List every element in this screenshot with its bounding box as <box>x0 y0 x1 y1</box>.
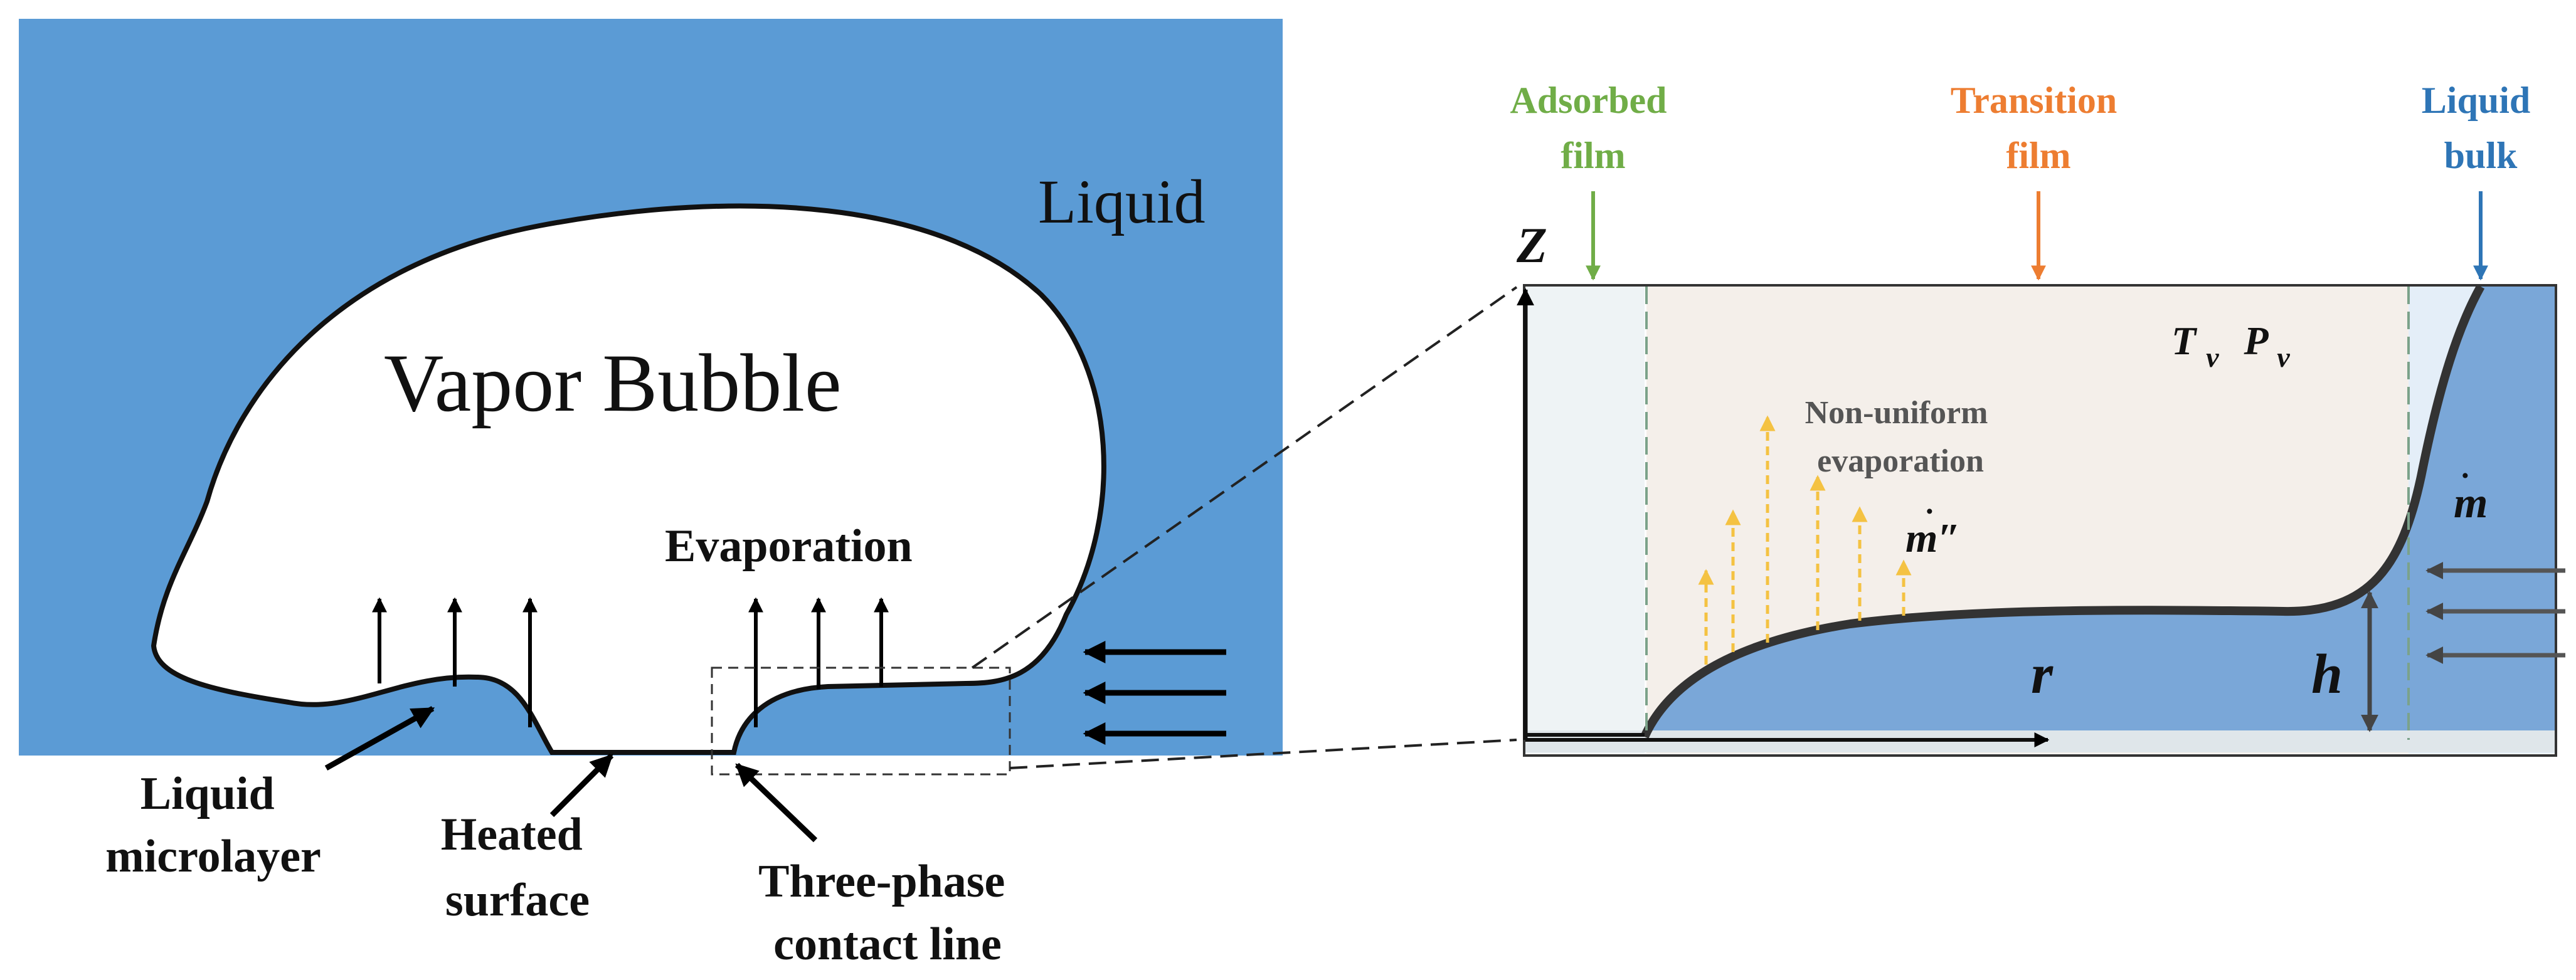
vapor-bubble <box>151 203 1106 755</box>
pointer-arrows <box>324 706 818 843</box>
tv-subscript: v <box>2206 341 2219 373</box>
liquid-label: Liquid <box>1038 167 1206 236</box>
film-interface <box>1640 284 2485 739</box>
contact-line-pointer <box>734 762 818 843</box>
heated-surface-label-line2: surface <box>445 875 590 926</box>
tv-label: T <box>2171 319 2198 363</box>
microlayer-pointer <box>324 706 435 771</box>
microlayer-label-line1: Liquid <box>140 768 275 819</box>
adsorbed-film-region <box>1525 287 1645 754</box>
microlayer-label-line2: microlayer <box>105 831 321 882</box>
contact-line-label-line1: Three-phase <box>758 856 1005 907</box>
vapor-state-label: T v P v <box>2171 319 2290 376</box>
r-axis-label: r <box>2031 643 2054 705</box>
adsorbed-label-line2: film <box>1561 135 1625 176</box>
h-label: h <box>2311 643 2343 705</box>
contact-line-label-line2: contact line <box>773 919 1002 970</box>
adsorbed-label-line1: Adsorbed <box>1510 80 1667 121</box>
mass-flow-dot: · <box>2460 458 2471 493</box>
contact-line-label: Three-phase contact line <box>758 856 1017 970</box>
mass-flow-label: m <box>2454 479 2488 527</box>
bulk-label-line1: Liquid <box>2422 80 2530 121</box>
nonuniform-evaporation-label: Non-uniform evaporation <box>1805 395 1996 479</box>
microlayer-label: Liquid microlayer <box>105 768 321 882</box>
zoom-line-bottom <box>1009 739 1517 769</box>
transition-label-line1: Transition <box>1951 80 2118 121</box>
evaporation-label: Evaporation <box>665 520 913 572</box>
bubble-label: Vapor Bubble <box>384 337 842 429</box>
transition-film-label: Transition film <box>1951 80 2127 176</box>
nonuniform-label-line1: Non-uniform <box>1805 395 1988 431</box>
liquid-bulk-label: Liquid bulk <box>2422 80 2540 176</box>
pv-label: P <box>2244 319 2269 363</box>
heated-surface-pointer <box>549 753 614 818</box>
right-panel: Adsorbed film Transition film Liquid bul… <box>1510 80 2565 757</box>
heated-surface-label: Heated surface <box>441 809 595 926</box>
nonuniform-evaporation-arrows <box>1698 415 1912 665</box>
nonuniform-label-line2: evaporation <box>1817 443 1984 479</box>
bulk-label-line2: bulk <box>2444 135 2518 176</box>
transition-label-line2: film <box>2006 135 2070 176</box>
zoom-line-top <box>971 286 1518 669</box>
z-axis-label: Z <box>1516 218 1547 273</box>
bulk-inflow-arrows <box>2425 562 2565 664</box>
heated-surface-label-line1: Heated <box>441 809 583 860</box>
left-panel: Liquid Vapor Bubble Evaporation Liquid m <box>19 19 1518 970</box>
inflow-arrows-left <box>1083 641 1226 745</box>
mass-flux-dot: · <box>1924 493 1935 529</box>
adsorbed-film-label: Adsorbed film <box>1510 80 1676 176</box>
pv-subscript: v <box>2277 341 2290 373</box>
zoom-box <box>711 667 1011 776</box>
mass-flux-label: m″ <box>1905 515 1961 561</box>
bubble-evaporation-arrows <box>372 597 889 727</box>
